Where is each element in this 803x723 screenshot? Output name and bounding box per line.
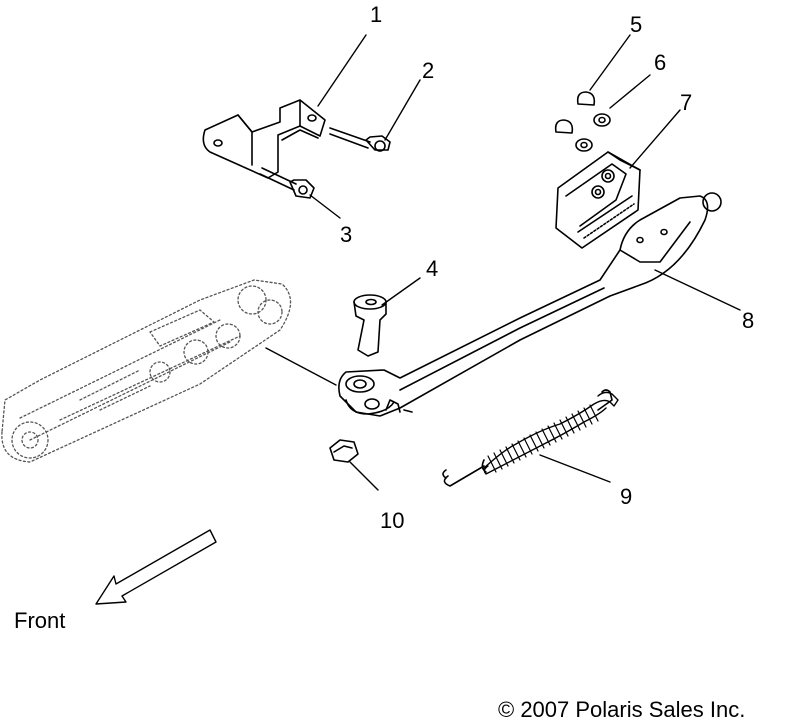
stand-block-part-7	[555, 151, 641, 249]
callout-10: 10	[380, 508, 405, 533]
callout-6: 6	[654, 50, 667, 75]
callout-3: 3	[340, 222, 353, 247]
callout-7: 7	[680, 90, 693, 115]
washers-part-6	[575, 113, 611, 152]
leader-lines	[265, 34, 741, 491]
frame-reference	[1, 279, 292, 463]
callout-5: 5	[630, 12, 643, 37]
side-stand-part-8	[338, 192, 722, 417]
callout-9: 9	[620, 484, 633, 509]
bolt-part-3	[259, 167, 315, 199]
callout-2: 2	[422, 58, 435, 83]
bolt-part-2	[329, 127, 391, 152]
callout-1: 1	[370, 2, 383, 27]
pivot-pin-part-4	[353, 294, 387, 357]
spring-part-9	[385, 389, 619, 487]
callout-4: 4	[426, 256, 439, 281]
callout-8: 8	[742, 308, 755, 333]
front-label: Front	[14, 608, 66, 633]
front-arrow-icon	[95, 529, 217, 605]
bracket-part-1	[202, 99, 326, 179]
copyright-text: © 2007 Polaris Sales Inc.	[498, 697, 746, 722]
nut-part-10	[329, 439, 359, 463]
bumpers-part-5	[554, 91, 596, 134]
